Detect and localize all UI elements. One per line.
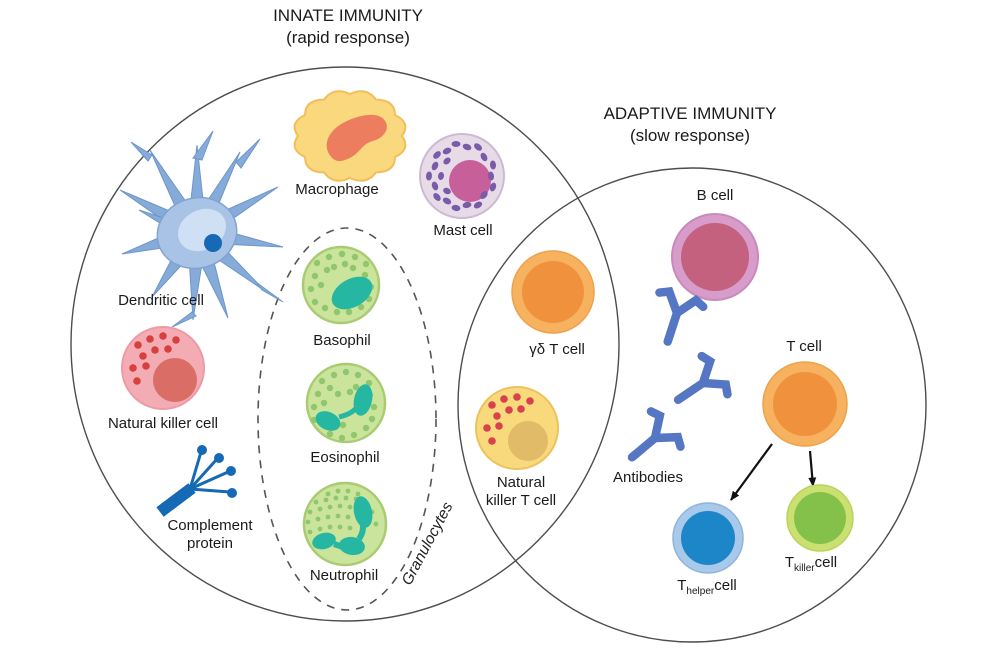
antibody-icons (617, 289, 731, 475)
antibody-icon (665, 354, 731, 419)
nkt-line1: Natural (496, 474, 546, 491)
natural-killer-t-cell-icon (475, 386, 559, 470)
gamma-delta-t-cell-label: γδ T cell (529, 341, 585, 358)
innate-title: INNATE IMMUNITY (rapid response) (273, 5, 423, 49)
innate-subtitle-line: (rapid response) (286, 28, 410, 47)
complement-line2: protein (187, 535, 233, 552)
b-cell-label: B cell (696, 187, 734, 204)
gamma-delta-t-cell-icon (511, 250, 595, 334)
t-killer-cell-label: Tkillercell (784, 554, 838, 574)
t-cell-label: T cell (786, 338, 822, 355)
t-killer-suffix: cell (814, 554, 838, 571)
mast-cell-icon (419, 133, 505, 219)
nk-granules (129, 332, 180, 385)
natural-killer-cell-label: Natural killer cell (107, 415, 219, 432)
t-killer-subscript: killer (794, 563, 815, 574)
complement-protein-label: Complement protein (167, 517, 252, 553)
basophil-label: Basophil (313, 332, 371, 349)
antibody-icon (617, 409, 683, 475)
b-cell-icon (671, 213, 759, 301)
arrow-t-to-killer (808, 450, 817, 487)
adaptive-title: ADAPTIVE IMMUNITY (slow response) (604, 103, 777, 147)
t-helper-prefix: T (677, 577, 687, 594)
antibody-icon (646, 289, 705, 349)
t-cell-icon (762, 361, 848, 447)
adaptive-ellipse (457, 167, 927, 643)
t-killer-prefix: T (784, 554, 795, 571)
basophil-icon (301, 245, 381, 325)
t-killer-cell-icon (786, 484, 854, 552)
adaptive-subtitle-line: (slow response) (629, 126, 750, 145)
complement-protein-icon (156, 445, 237, 517)
eosinophil-icon (305, 362, 387, 444)
t-helper-cell-label: Thelpercell (677, 577, 737, 597)
t-helper-suffix: cell (714, 577, 737, 594)
mast-granules (425, 141, 497, 212)
eosinophil-label: Eosinophil (310, 449, 380, 466)
natural-killer-cell-icon (121, 326, 205, 410)
natural-killer-t-cell-label: Natural killer T cell (486, 474, 556, 510)
mast-cell-label: Mast cell (433, 222, 493, 239)
t-helper-cell-icon (672, 502, 744, 574)
granulocytes-dashed-ellipse (257, 227, 437, 611)
neutrophil-icon (302, 481, 388, 567)
macrophage-icon (293, 90, 407, 182)
neutrophil-label: Neutrophil (309, 567, 379, 584)
nkt-line2: killer T cell (485, 492, 557, 509)
dendritic-cell-icon (119, 130, 284, 328)
differentiation-arrows (730, 443, 817, 501)
antibodies-label: Antibodies (612, 469, 684, 486)
macrophage-label: Macrophage (295, 181, 379, 198)
complement-line1: Complement (167, 517, 253, 534)
dendritic-cell-label: Dendritic cell (118, 292, 204, 309)
innate-title-line: INNATE IMMUNITY (273, 6, 423, 25)
innate-ellipse (70, 66, 620, 622)
t-helper-subscript: helper (686, 586, 715, 597)
arrow-t-to-helper (730, 443, 773, 501)
adaptive-title-line: ADAPTIVE IMMUNITY (603, 104, 777, 123)
